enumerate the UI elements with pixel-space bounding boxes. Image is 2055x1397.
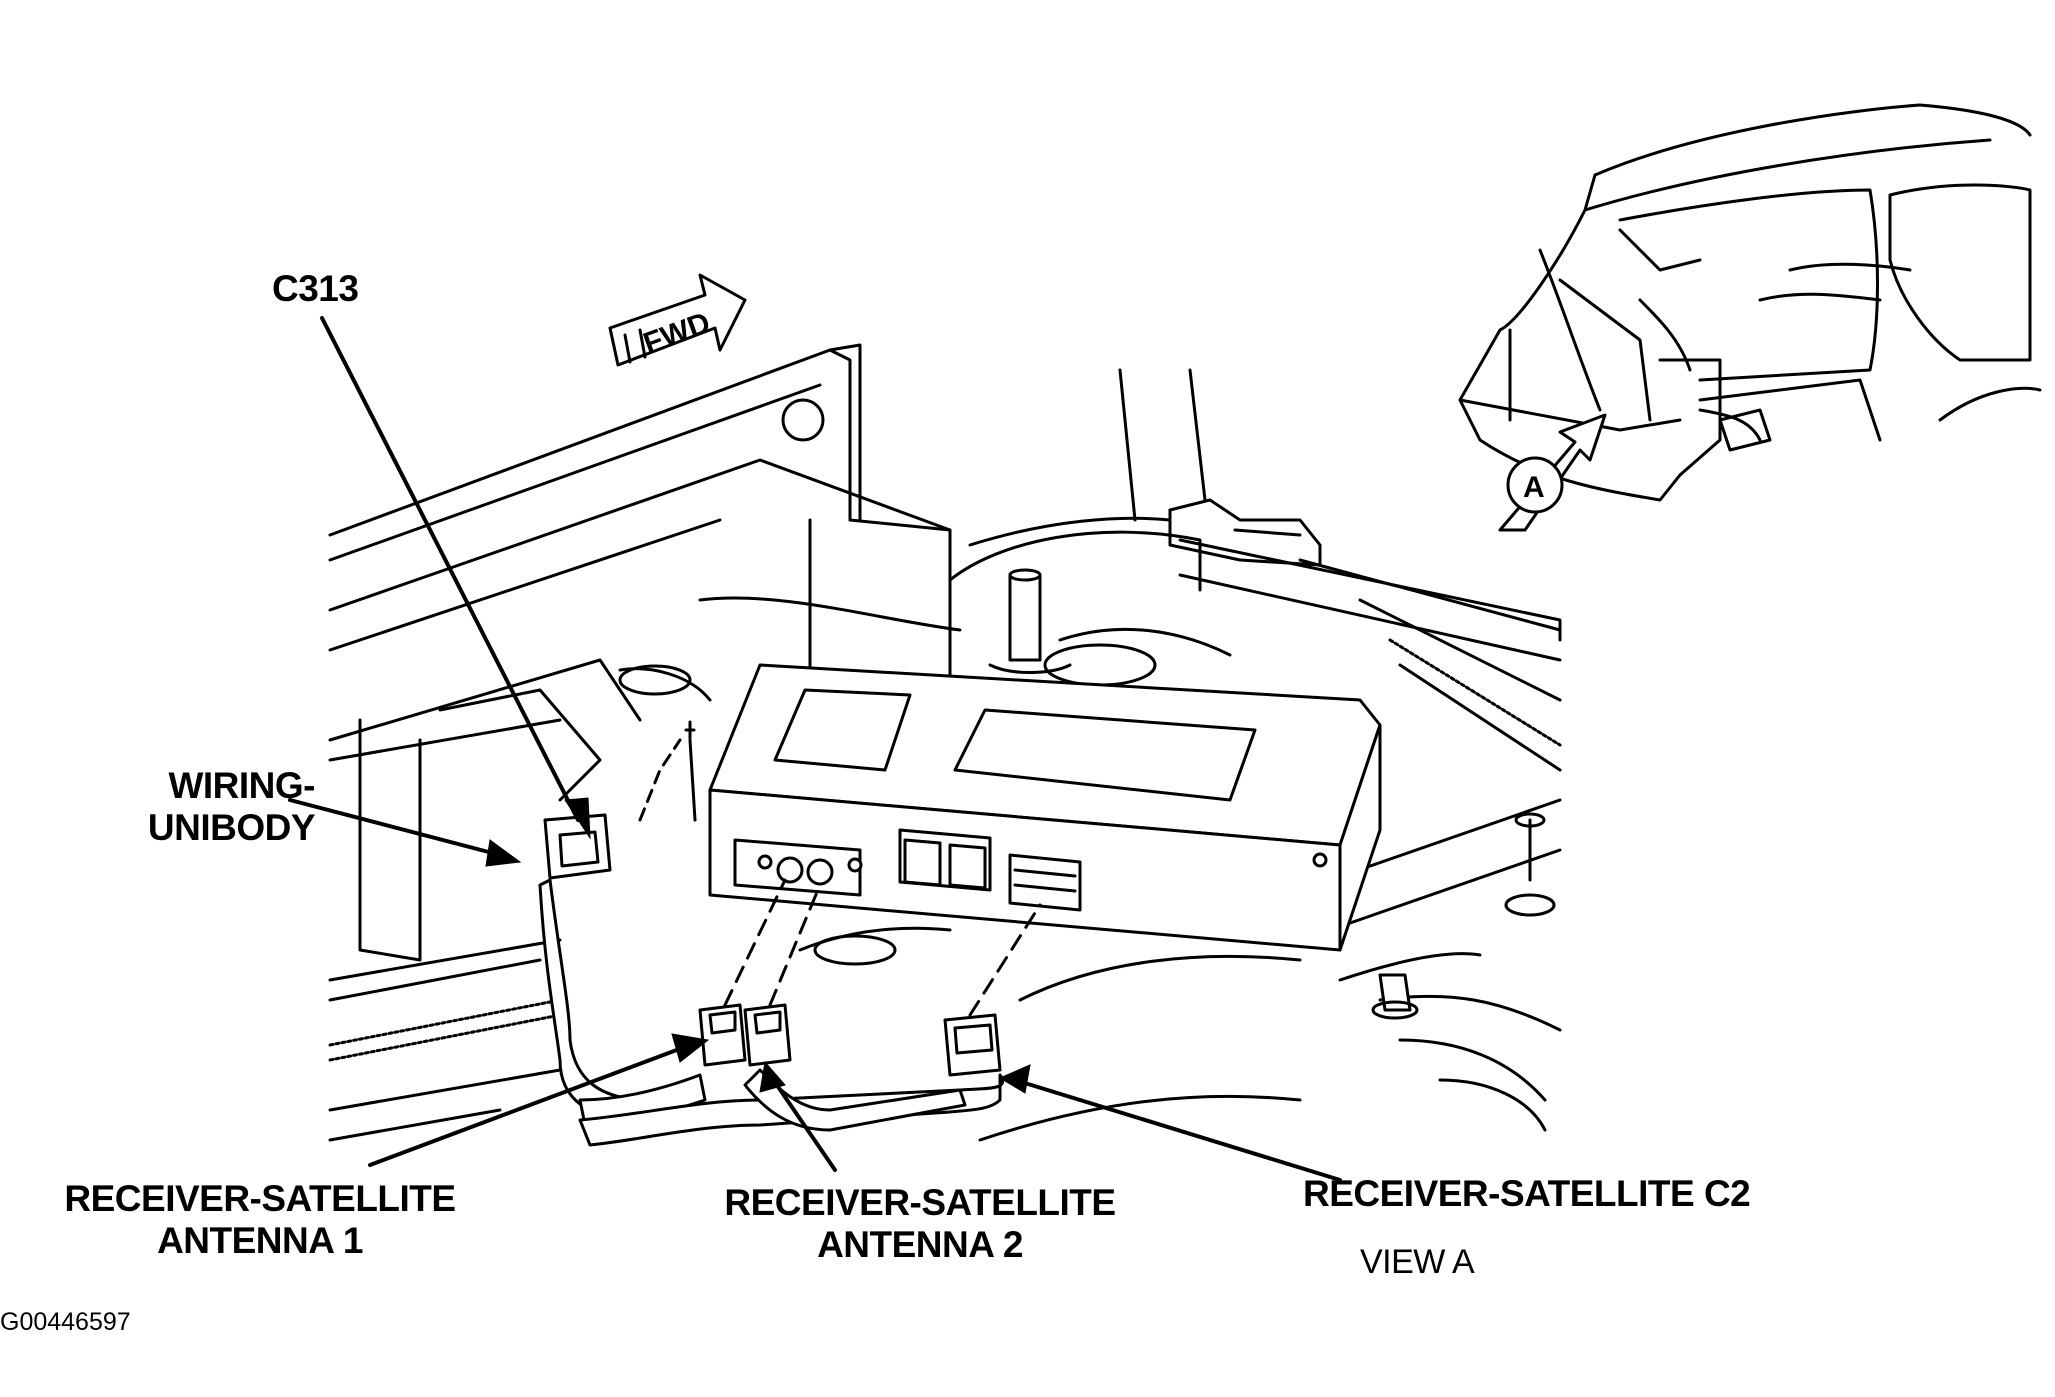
wiring-unibody-label: WIRING- UNIBODY [100,765,316,849]
leader-lines [288,316,1342,1182]
satellite-receiver-module [708,663,1382,952]
wiring-label-line1: WIRING- [168,765,315,806]
view-a-label: VIEW A [1360,1243,1475,1281]
c313-label: C313 [272,268,359,309]
antenna-1-label: RECEIVER-SATELLITE ANTENNA 1 [45,1178,475,1262]
figure-id: G00446597 [0,1308,131,1336]
inset-vehicle-view: A [1458,103,2042,532]
wiring-label-line2: UNIBODY [147,807,316,848]
c2-label: RECEIVER-SATELLITE C2 [1303,1173,1751,1214]
fwd-arrow: FWD [608,273,747,367]
antenna-1-label-line2: ANTENNA 1 [157,1220,363,1261]
antenna-2-label-line2: ANTENNA 2 [817,1224,1023,1265]
vehicle-structure [328,343,1562,1142]
view-marker-label: A [1523,471,1545,504]
antenna-1-label-line1: RECEIVER-SATELLITE [64,1178,456,1219]
wiring-harness [538,720,1042,1147]
antenna-post [988,568,1072,674]
antenna-2-label-line1: RECEIVER-SATELLITE [724,1182,1116,1223]
antenna-2-label: RECEIVER-SATELLITE ANTENNA 2 [705,1182,1135,1266]
